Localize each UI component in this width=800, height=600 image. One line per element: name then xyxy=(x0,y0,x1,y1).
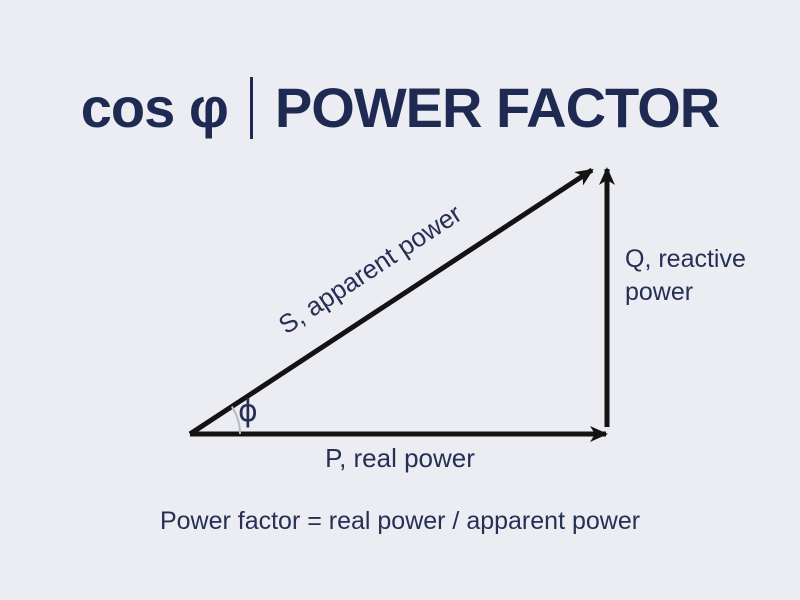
title-cos-phi: cos φ xyxy=(80,76,229,139)
real-power-label: P, real power xyxy=(325,443,475,473)
reactive-power-label: Q, reactive power xyxy=(625,245,746,306)
title-power-factor: POWER FACTOR xyxy=(274,76,720,139)
angle-arc xyxy=(230,406,241,435)
apparent-power-arrow xyxy=(188,167,594,437)
title-separator-bar xyxy=(249,77,253,139)
power-factor-formula: Power factor = real power / apparent pow… xyxy=(159,507,641,535)
phi-angle-label: ϕ xyxy=(238,394,258,429)
page-title: cos φ POWER FACTOR xyxy=(0,70,800,146)
